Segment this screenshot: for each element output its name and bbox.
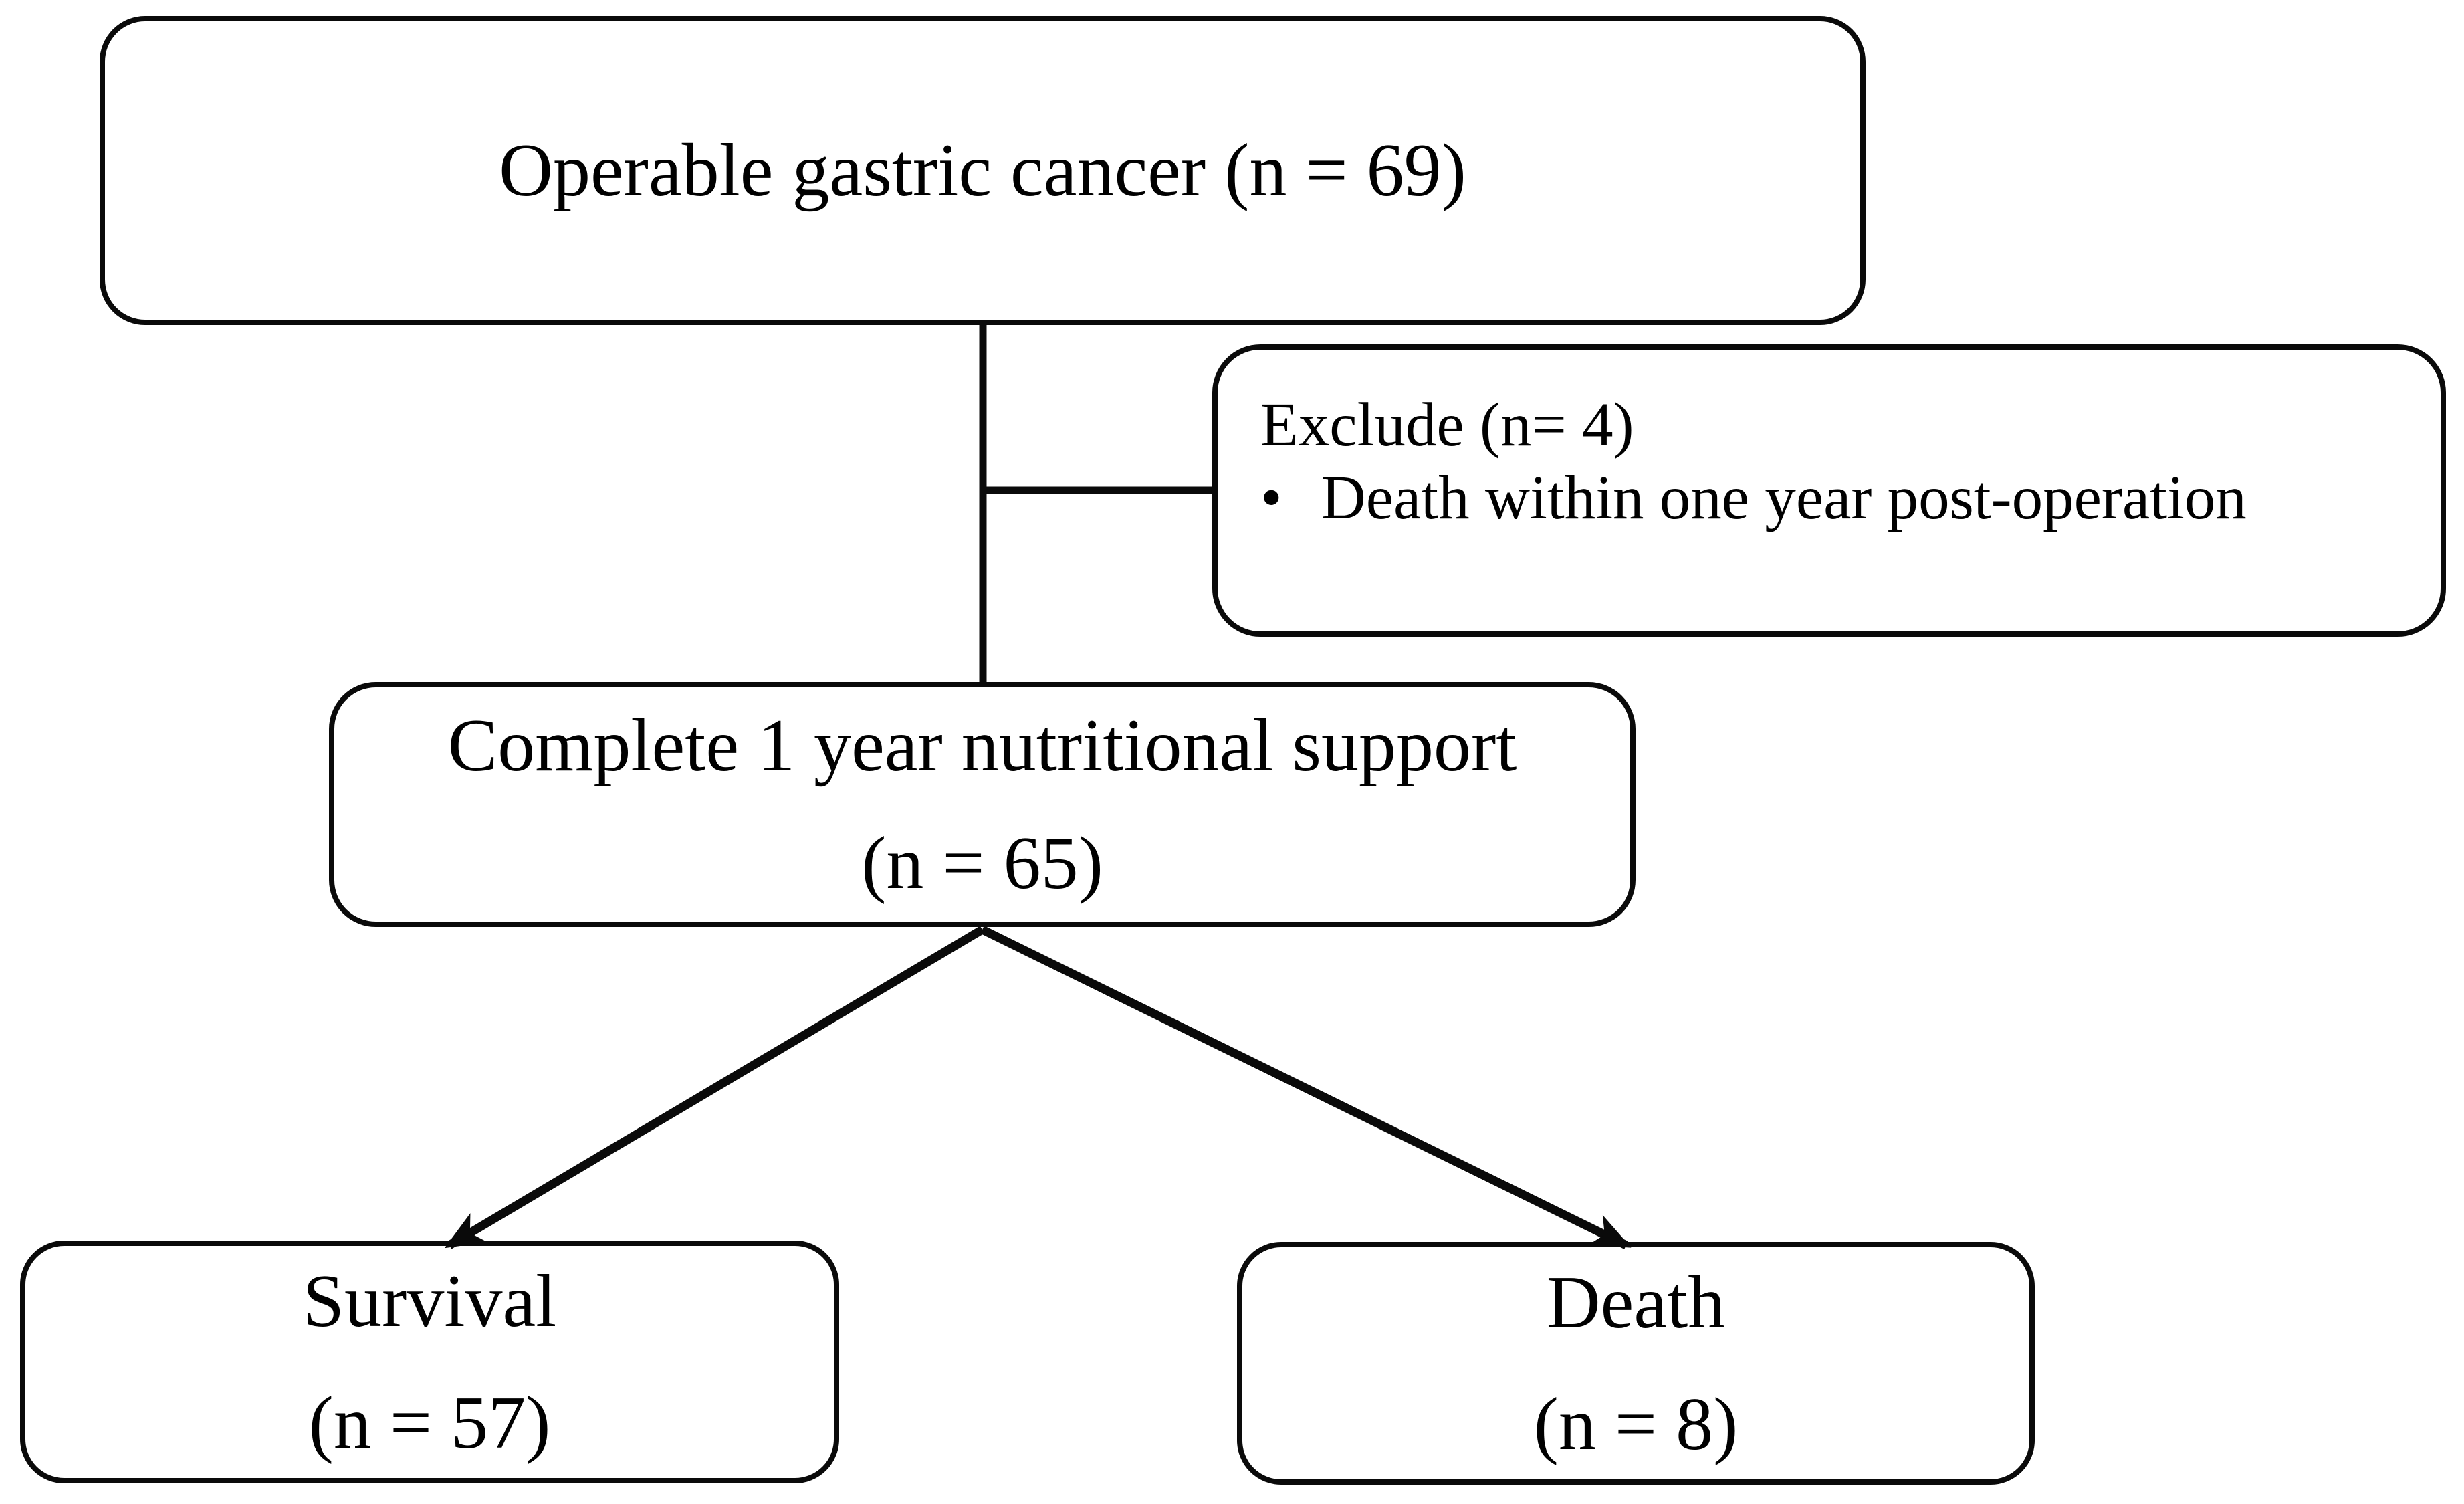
bullet-icon: •: [1260, 463, 1282, 532]
node-complete-nutritional-support-count: (n = 65): [861, 822, 1103, 905]
node-survival-count: (n = 57): [308, 1381, 551, 1465]
node-death-label: Death: [1546, 1261, 1726, 1344]
node-operable-gastric-cancer-label: Operable gastric cancer (n = 69): [499, 128, 1466, 212]
arrow-to-death: [980, 926, 1632, 1249]
node-survival-label: Survival: [302, 1259, 557, 1343]
exclude-bullet-item: • Death within one year post-operation: [1260, 461, 2247, 534]
exclude-title: Exclude (n= 4): [1260, 391, 1634, 459]
node-exclude: Exclude (n= 4) • Death within one year p…: [1212, 344, 2446, 637]
node-operable-gastric-cancer: Operable gastric cancer (n = 69): [100, 16, 1866, 325]
node-complete-nutritional-support-label: Complete 1 year nutritional support: [447, 704, 1517, 787]
node-survival: Survival (n = 57): [20, 1241, 839, 1483]
exclude-bullet-text: Death within one year post-operation: [1321, 463, 2247, 532]
node-death-count: (n = 8): [1533, 1382, 1739, 1466]
arrow-to-survival: [444, 926, 985, 1249]
node-complete-nutritional-support: Complete 1 year nutritional support (n =…: [329, 682, 1636, 927]
node-death: Death (n = 8): [1237, 1242, 2035, 1485]
